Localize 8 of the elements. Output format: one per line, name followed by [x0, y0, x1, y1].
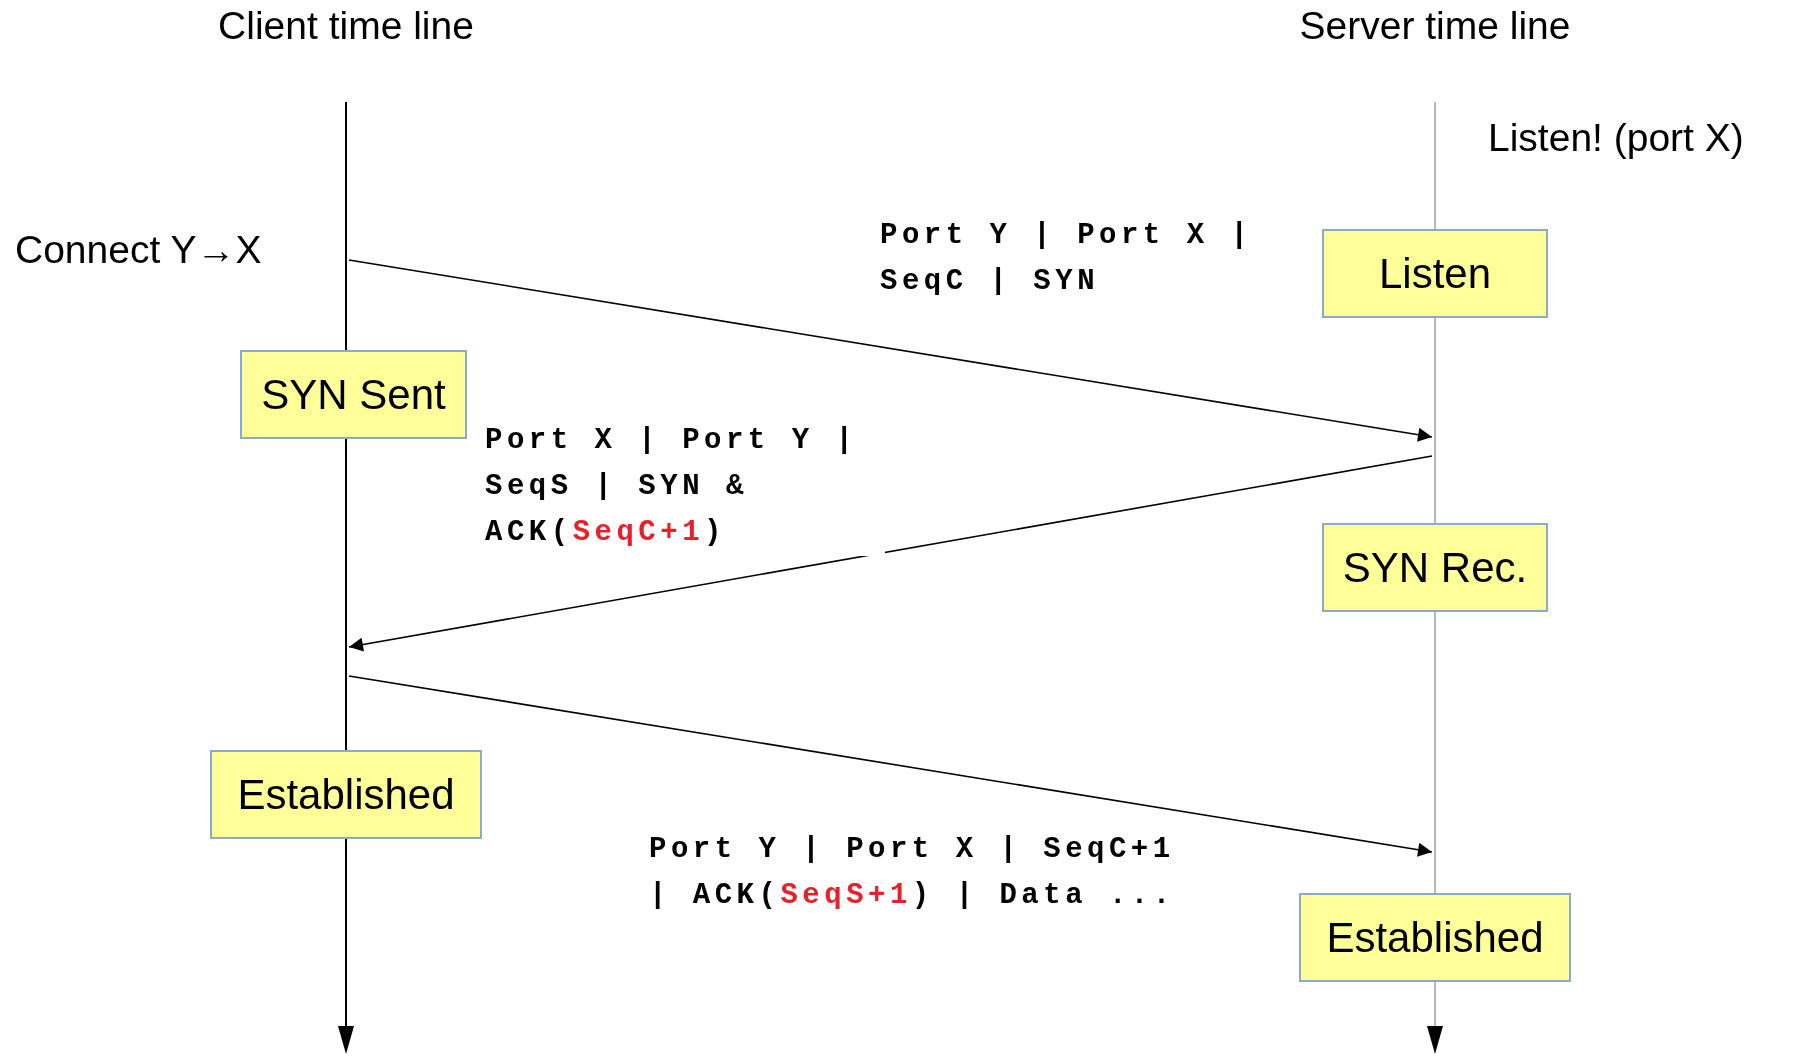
timeline-title: Server time line	[1298, 4, 1572, 48]
message-arrow	[348, 455, 1433, 652]
note-text: Connect Y→X	[15, 228, 262, 272]
message-arrow	[348, 675, 1433, 857]
note-text: Listen! (port X)	[1488, 116, 1744, 160]
message-arrow	[348, 259, 1433, 442]
state-box: Established	[210, 750, 482, 839]
timeline-title: Client time line	[217, 4, 475, 48]
